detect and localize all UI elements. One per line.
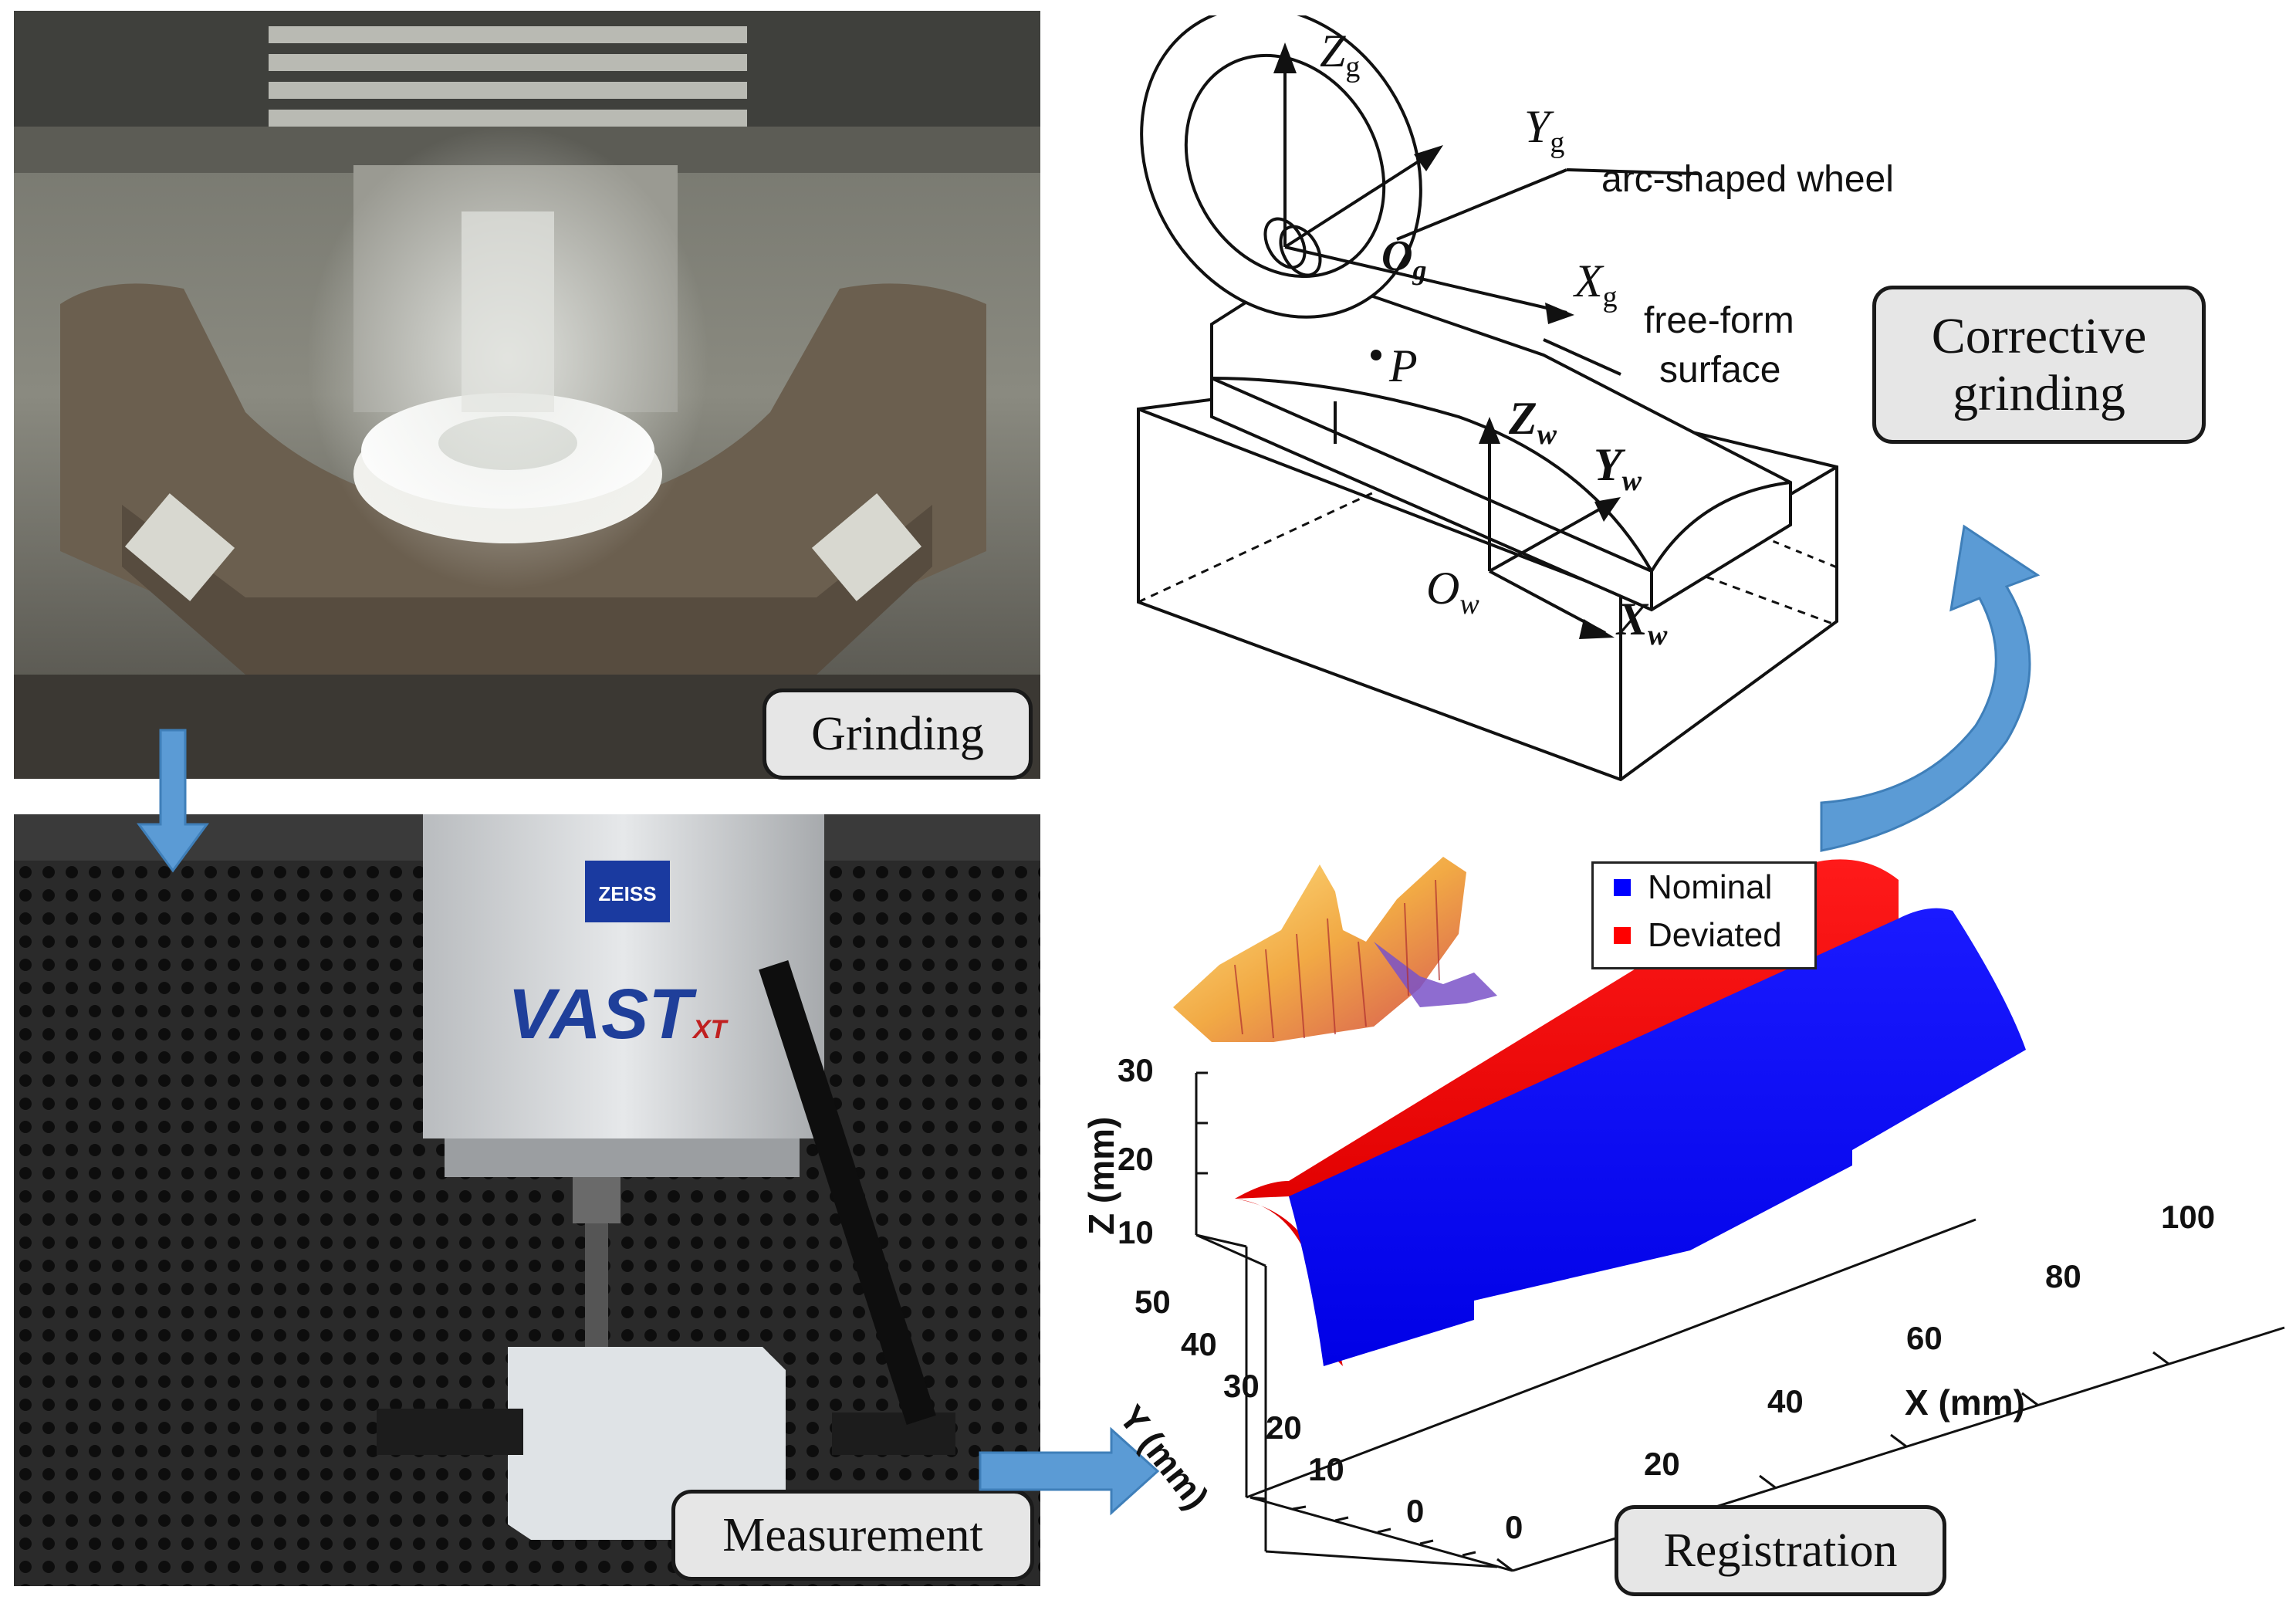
plot-legend: Nominal Deviated (1591, 861, 1817, 969)
legend-item-deviated: Deviated (1594, 912, 1814, 959)
y-tick-label: 30 (1223, 1368, 1260, 1404)
legend-label-nominal: Nominal (1648, 868, 1773, 906)
x-tick-label: 60 (1906, 1320, 1943, 1356)
y-tick-marks (1249, 1496, 1476, 1557)
legend-item-nominal: Nominal (1594, 864, 1814, 912)
grinding-photo (14, 11, 1040, 779)
grinding-label-text: Grinding (811, 707, 984, 760)
y-tick-label: 0 (1406, 1493, 1425, 1529)
axis-zg-label: Zg (1320, 25, 1361, 83)
arrow-down-icon (137, 729, 209, 873)
y-tick-label: 20 (1266, 1409, 1302, 1446)
z-tick-label: 30 (1118, 1052, 1154, 1088)
legend-swatch-nominal (1614, 879, 1631, 896)
free-form-label-line1: free-form (1644, 300, 1794, 341)
svg-text:XT: XT (692, 1015, 729, 1044)
axis-yw-label: Yw (1594, 439, 1642, 497)
axis-yg-label: Yg (1524, 101, 1565, 159)
origin-ow-label: Ow (1426, 563, 1479, 621)
grinding-label: Grinding (763, 688, 1033, 780)
axis-xw-label: Xw (1617, 594, 1668, 651)
z-axis-title: Z (mm) (1081, 1116, 1121, 1235)
curved-arrow-icon (1820, 524, 2041, 852)
x-tick-label: 40 (1767, 1383, 1804, 1419)
axis-xg-label: Xg (1574, 255, 1618, 313)
measurement-label: Measurement (671, 1490, 1034, 1581)
measurement-label-text: Measurement (722, 1508, 983, 1561)
zeiss-logo: ZEISS (585, 861, 670, 922)
z-tick-label: 20 (1118, 1141, 1154, 1177)
legend-swatch-deviated (1614, 927, 1631, 944)
svg-text:VAST: VAST (508, 975, 697, 1054)
registration-label-text: Registration (1663, 1524, 1898, 1577)
y-tick-label: 50 (1134, 1284, 1171, 1320)
cmm-machine-illustration: ZEISS VAST XT (14, 814, 1040, 1586)
y-tick-label: 10 (1308, 1451, 1344, 1487)
x-tick-label: 20 (1644, 1446, 1680, 1482)
grinding-schematic (1137, 15, 1838, 782)
corrective-label-line1: Corrective (1931, 307, 2147, 364)
corrective-label-line2: grinding (1953, 364, 2125, 421)
y-tick-label: 40 (1181, 1326, 1217, 1362)
origin-og-label: Og (1381, 232, 1427, 286)
corrective-grinding-label: Corrective grinding (1872, 286, 2206, 444)
grinding-machine-illustration (14, 11, 1040, 779)
legend-label-deviated: Deviated (1648, 916, 1782, 954)
arrow-right-icon (979, 1426, 1160, 1516)
z-tick-marks (1196, 1071, 1208, 1175)
residual-heatmap-inset (1173, 857, 1497, 1042)
free-form-label-line2: surface (1659, 350, 1781, 391)
axis-zw-label: Zw (1509, 393, 1557, 451)
vast-xt-logo: VAST XT (508, 975, 729, 1054)
x-tick-label: 100 (2161, 1199, 2216, 1235)
z-tick-label: 10 (1118, 1214, 1154, 1250)
measurement-photo: ZEISS VAST XT (14, 814, 1040, 1586)
x-tick-label: 80 (2045, 1258, 2081, 1294)
registration-label: Registration (1615, 1505, 1946, 1596)
point-p-label: P (1389, 340, 1418, 391)
x-axis-title: X (mm) (1905, 1382, 2025, 1423)
nominal-surface (1289, 908, 2026, 1366)
x-tick-label: 0 (1505, 1509, 1523, 1545)
svg-text:ZEISS: ZEISS (598, 882, 656, 905)
arc-shaped-wheel-label: arc-shaped wheel (1601, 159, 1894, 200)
